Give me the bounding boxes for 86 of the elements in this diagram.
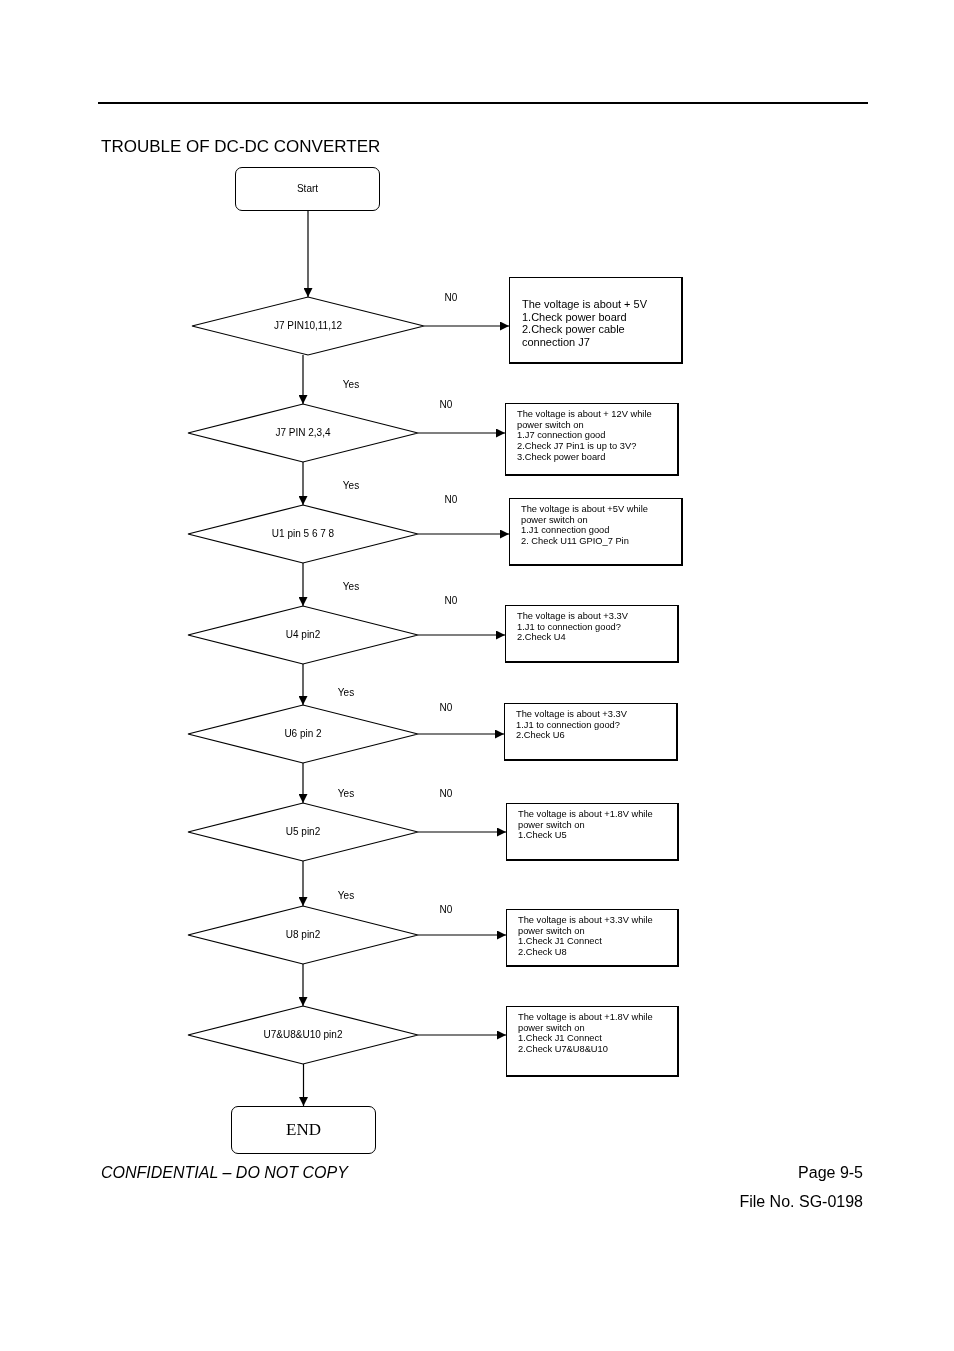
flow-arrow: [417, 1030, 507, 1040]
edge-label: N0: [444, 494, 458, 505]
flow-arrow: [298, 860, 308, 907]
result-text: 2.Check U4: [517, 632, 567, 644]
flow-arrow: [298, 562, 308, 607]
result-text: 2. Check U11 GPIO_7 Pin: [521, 536, 630, 547]
flow-arrow: [417, 930, 507, 940]
flow-arrow: [417, 529, 510, 539]
decision-diamond: [192, 297, 424, 355]
edge-label: N0: [439, 702, 453, 713]
result-text: 1.J1 to connection good?: [516, 719, 621, 731]
result-text: 2.Check power cable connection J7: [522, 323, 626, 349]
result-box: [506, 1006, 679, 1077]
result-text: The voltage is about +3.3V: [517, 611, 629, 622]
edge-label: N0: [444, 292, 458, 303]
edge-label: N0: [444, 595, 458, 606]
decision-label: U7&U8&U10 pin2: [263, 1029, 343, 1041]
result-text: 1.Check J1 Connect: [518, 1033, 603, 1045]
edge-label: Yes: [342, 480, 360, 491]
result-text: The voltage is about +1.8V while power switch on: [518, 809, 654, 831]
edge-label: Yes: [337, 890, 355, 901]
result-text: The voltage is about +1.8V while power switch on: [518, 1012, 654, 1034]
decision-label: J7 PIN10,11,12: [273, 320, 343, 332]
result-text: 2.Check U8: [518, 947, 568, 958]
decision-diamond: [188, 803, 418, 861]
result-text: 1.J1 connection good: [521, 525, 611, 537]
edge-label: Yes: [342, 379, 360, 390]
flow-arrow: [298, 762, 308, 804]
decision-label: J7 PIN 2,3,4: [275, 427, 331, 439]
flow-arrow: [423, 321, 510, 331]
flow-arrow: [303, 210, 313, 298]
flow-arrow: [417, 630, 506, 640]
edge-label: N0: [439, 788, 453, 799]
terminal-label: END: [286, 1120, 321, 1140]
edge-label: Yes: [337, 788, 355, 799]
result-text: The voltage is about + 5V: [522, 298, 649, 311]
edge-label: N0: [439, 904, 453, 915]
decision-label: U4 pin2: [285, 629, 321, 641]
result-text: The voltage is about +5V while power switch on: [521, 504, 649, 526]
flow-arrow: [298, 354, 308, 405]
result-box: [505, 605, 679, 663]
result-box: [504, 703, 678, 761]
edge-label: Yes: [337, 687, 355, 698]
flow-arrow: [299, 1063, 308, 1107]
result-text: The voltage is about +3.3V while power switch on: [518, 915, 654, 937]
decision-diamond: [188, 1006, 418, 1064]
page-title: TROUBLE OF DC-DC CONVERTER: [101, 137, 381, 157]
flow-arrow: [298, 663, 308, 706]
result-text: The voltage is about + 12V while power switch on: [517, 409, 653, 431]
result-box: [505, 403, 679, 476]
decision-label: U1 pin 5 6 7 8: [271, 528, 335, 540]
decision-diamond: [188, 404, 418, 462]
edge-label: N0: [439, 399, 453, 410]
result-text: 3.Check power board: [517, 451, 607, 463]
decision-label: U6 pin 2: [284, 728, 322, 740]
result-box: [509, 277, 683, 364]
result-text: 2.Check U7&U8&U10: [518, 1044, 609, 1055]
file-number: File No. SG-0198: [739, 1193, 863, 1211]
footer-notice: CONFIDENTIAL – DO NOT COPY: [101, 1164, 348, 1182]
decision-label: U5 pin2: [285, 826, 321, 838]
result-box: [506, 803, 679, 861]
decision-diamond: [188, 606, 418, 664]
result-box: [506, 909, 679, 967]
terminal-box: [231, 1106, 376, 1154]
decision-diamond: [188, 705, 418, 763]
result-text: 1.Check U5: [518, 830, 568, 842]
result-text: 1.Check J1 Connect: [518, 936, 603, 948]
result-text: 1.J1 to connection good?: [517, 621, 622, 633]
result-text: 1.J7 connection good: [517, 430, 607, 442]
result-text: 2.Check U6: [516, 730, 566, 742]
edge-label: Yes: [342, 581, 360, 592]
flow-arrow: [417, 729, 505, 739]
flow-arrow: [298, 461, 308, 506]
page-number: Page 9-5: [798, 1164, 863, 1182]
flow-arrow: [417, 827, 507, 837]
flow-arrow: [417, 428, 506, 438]
terminal-box: [235, 167, 380, 211]
decision-diamond: [188, 906, 418, 964]
result-text: 1.Check power board: [522, 310, 628, 324]
flow-arrow: [298, 963, 308, 1007]
result-text: The voltage is about +3.3V: [516, 709, 628, 720]
decision-diamond: [188, 505, 418, 563]
decision-label: U8 pin2: [285, 929, 321, 941]
result-box: [509, 498, 683, 566]
result-text: 2.Check J7 Pin1 is up to 3V?: [517, 441, 638, 452]
terminal-label: Start: [296, 183, 319, 195]
